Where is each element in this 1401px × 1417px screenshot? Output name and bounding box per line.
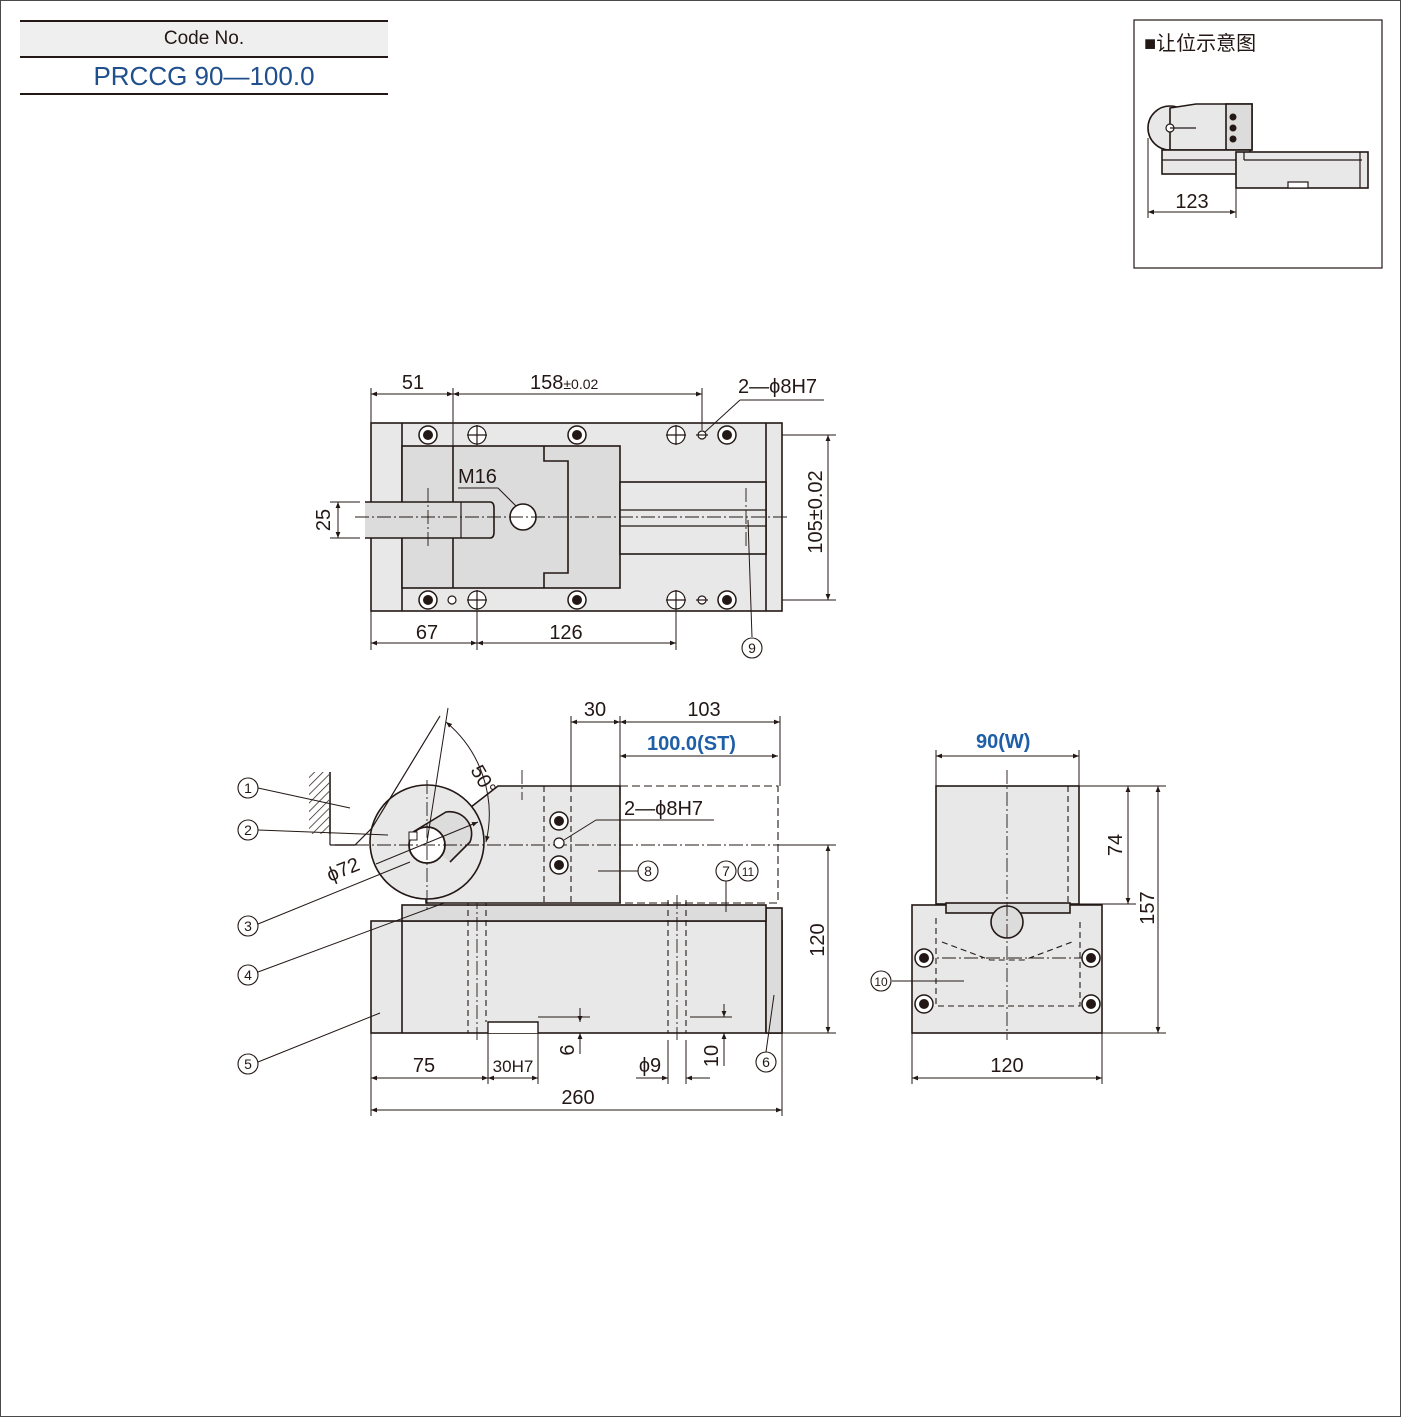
side-slide-body: [935, 785, 1080, 905]
inset-frame: [1133, 19, 1383, 269]
svg-text:7: 7: [722, 863, 730, 879]
side-view: 90(W) 74 157 120 10: [870, 731, 1166, 1084]
top-mount-holes: [447, 425, 708, 610]
callout-11: [737, 860, 759, 882]
base-block: [370, 920, 783, 1034]
svg-text:1: 1: [244, 780, 252, 796]
svg-text:4: 4: [244, 967, 252, 983]
top-view-shaft: [365, 501, 495, 539]
svg-text:10: 10: [874, 975, 888, 989]
dim-158-group: 158±0.02: [530, 372, 599, 394]
dim-260: 260: [561, 1087, 594, 1109]
dim-120-width: 120: [990, 1055, 1023, 1077]
dim-126: 126: [549, 622, 582, 644]
clearance-inset: ■让位示意图 123: [1133, 19, 1383, 269]
dim-157: 157: [1137, 891, 1159, 924]
dim-6: 6: [557, 1044, 579, 1055]
dim-25: 25: [313, 509, 335, 531]
dim-75: 75: [413, 1055, 435, 1077]
svg-text:11: 11: [742, 865, 755, 879]
callout-4: [237, 964, 259, 986]
front-view: 2—ϕ8H7 50° ϕ72 30 103 100.0(ST) 120: [237, 699, 836, 1116]
code-number-box: Code No. PRCCG 90—100.0: [20, 20, 388, 95]
callout-1: [237, 777, 259, 799]
top-view-rod: [619, 481, 767, 555]
svg-text:9: 9: [748, 640, 756, 656]
front-hole-spec: 2—ϕ8H7: [624, 798, 703, 820]
stroke-label: (ST): [697, 733, 736, 755]
inset-title: ■让位示意图: [1144, 32, 1256, 55]
callout-8: [637, 860, 659, 882]
stroke-dim: 100.0(ST): [647, 733, 736, 755]
dim-105: 105±0.02: [805, 470, 827, 553]
dim-120-height: 120: [807, 923, 829, 956]
dim-158-tolerance: ±0.02: [563, 376, 598, 392]
code-value: PRCCG 90—100.0: [20, 58, 388, 95]
stroke-value: 100.0: [647, 733, 697, 755]
width-dim: 90(W): [976, 731, 1030, 753]
dim-103: 103: [687, 699, 720, 721]
callout-2: [237, 819, 259, 841]
dim-30h7: 30H7: [493, 1057, 534, 1076]
callout-3: [237, 915, 259, 937]
callout-9: [741, 637, 763, 659]
svg-text:2: 2: [244, 822, 252, 838]
dim-10: 10: [701, 1045, 723, 1067]
dim-158: 158: [530, 372, 563, 394]
top-bolt-heads: [418, 425, 737, 610]
dim-30: 30: [584, 699, 606, 721]
code-label: Code No.: [20, 20, 388, 58]
callout-10: [870, 970, 892, 992]
dim-51: 51: [402, 372, 424, 394]
callout-5: [237, 1053, 259, 1075]
tap-label-m16: M16: [458, 466, 497, 488]
inset-dim-123: 123: [1175, 191, 1208, 213]
dim-74: 74: [1105, 834, 1127, 856]
callout-6: [755, 1051, 777, 1073]
dia-72: ϕ72: [324, 854, 363, 887]
fixed-wall-hatch: [309, 772, 329, 834]
width-value: 90: [976, 731, 998, 753]
svg-text:6: 6: [762, 1054, 770, 1070]
svg-text:3: 3: [244, 918, 252, 934]
dia-9: ϕ9: [639, 1055, 661, 1077]
top-hole-spec: 2—ϕ8H7: [738, 376, 817, 398]
svg-text:5: 5: [244, 1056, 252, 1072]
guide-rail: [401, 904, 767, 922]
stroke-phantom: [619, 785, 779, 904]
svg-text:8: 8: [644, 863, 652, 879]
top-view: 51 158±0.02 2—ϕ8H7 M16 25 105±0.02 67 12…: [313, 372, 836, 659]
callout-7: [715, 860, 737, 882]
dim-67: 67: [416, 622, 438, 644]
width-label: (W): [998, 731, 1030, 753]
